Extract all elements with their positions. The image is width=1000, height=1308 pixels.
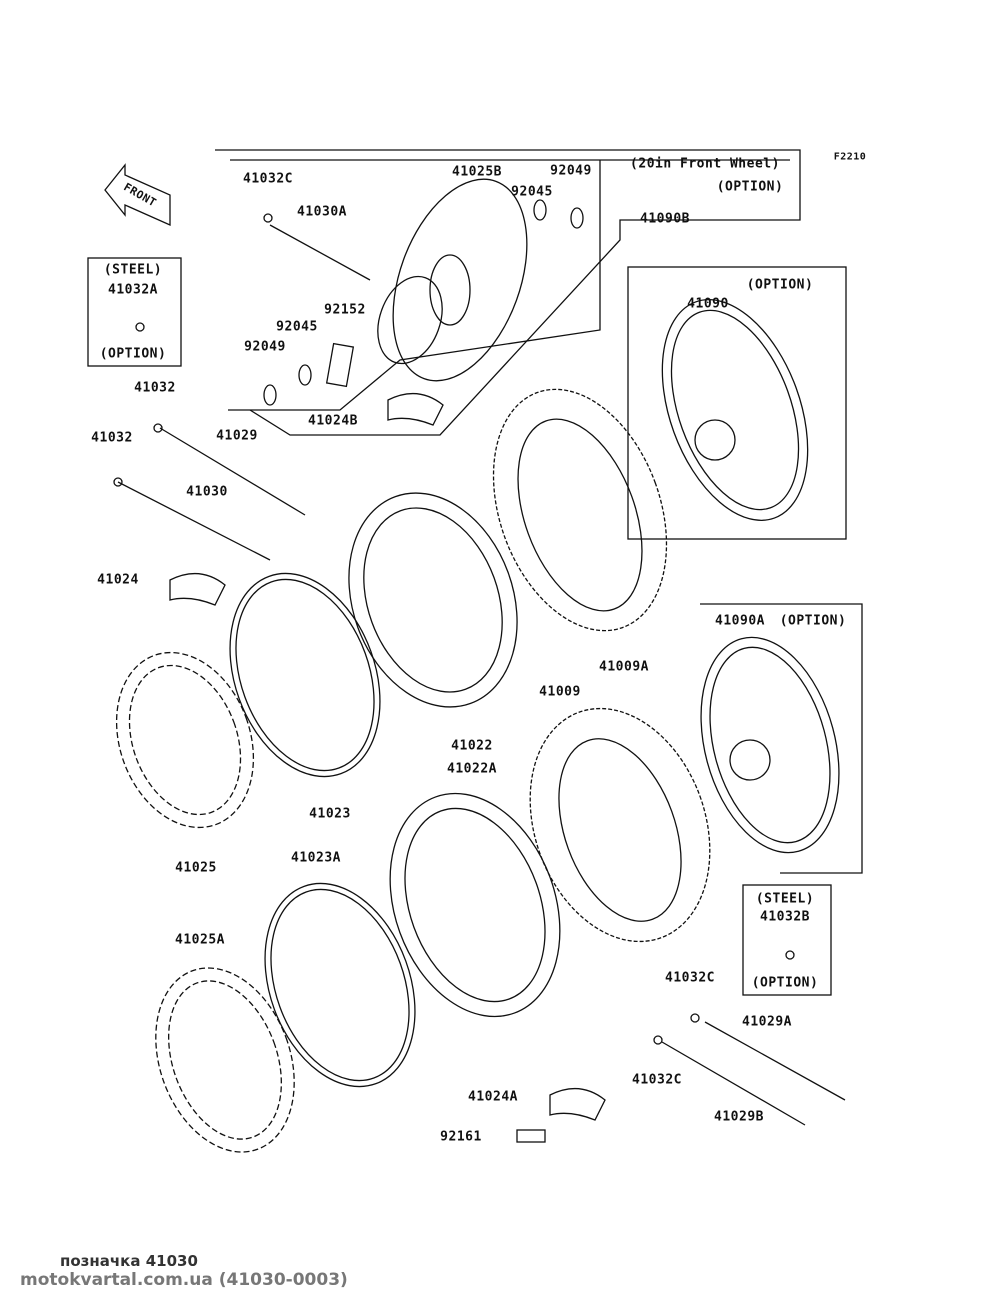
label-41025B: 41025B bbox=[452, 164, 502, 180]
label-41032: 41032 bbox=[134, 380, 176, 396]
rim-41025 bbox=[115, 651, 255, 829]
label-41030: 41030 bbox=[186, 484, 228, 500]
option-41090-box bbox=[627, 266, 847, 540]
figure-code: F2210 bbox=[833, 151, 867, 163]
label-92045: 92045 bbox=[511, 184, 553, 200]
label-41024A: 41024A bbox=[468, 1089, 518, 1105]
rim-band-41023A bbox=[264, 882, 416, 1088]
label-92152: 92152 bbox=[324, 302, 366, 318]
tire-41009A bbox=[492, 388, 668, 632]
label-option: (OPTION) bbox=[746, 277, 814, 293]
rim-lock-41024B bbox=[387, 393, 444, 426]
label-41025A: 41025A bbox=[175, 932, 225, 948]
label-92049: 92049 bbox=[244, 339, 286, 355]
label-option: (OPTION) bbox=[779, 613, 847, 629]
label-92049: 92049 bbox=[550, 163, 592, 179]
label-41009: 41009 bbox=[539, 684, 581, 700]
wheel-41090B bbox=[377, 178, 528, 382]
label-41024: 41024 bbox=[97, 572, 139, 588]
tire-41009 bbox=[529, 707, 711, 943]
caption-source: motokvartal.com.ua (41030-0003) bbox=[20, 1270, 348, 1290]
option-frame-20in bbox=[215, 149, 801, 436]
steel-41032B-box bbox=[742, 884, 832, 996]
rim-lock-41024 bbox=[169, 573, 226, 606]
tube-41022A bbox=[389, 792, 561, 1018]
label-41032B: 41032B bbox=[760, 909, 810, 925]
steel-41032A-box bbox=[87, 257, 182, 367]
label-41029B: 41029B bbox=[714, 1109, 764, 1125]
label-41032: 41032 bbox=[91, 430, 133, 446]
label-41023A: 41023A bbox=[291, 850, 341, 866]
wheel-41090A bbox=[700, 636, 840, 854]
label-92161: 92161 bbox=[440, 1129, 482, 1145]
wheel-41090 bbox=[661, 299, 809, 521]
label-41090: 41090 bbox=[687, 296, 729, 312]
label-41025: 41025 bbox=[175, 860, 217, 876]
part-92161 bbox=[516, 1129, 546, 1143]
label-41029A: 41029A bbox=[742, 1014, 792, 1030]
option-41090A-box bbox=[700, 603, 863, 874]
label-41032C: 41032C bbox=[243, 171, 293, 187]
label-41024B: 41024B bbox=[308, 413, 358, 429]
rim-band-41023 bbox=[229, 572, 381, 778]
label-option: (OPTION) bbox=[716, 179, 784, 195]
label-20in-front-wheel: (20in Front Wheel) bbox=[630, 156, 780, 172]
label-41009A: 41009A bbox=[599, 659, 649, 675]
rim-41025A bbox=[155, 967, 295, 1153]
rim-lock-41024A bbox=[549, 1088, 606, 1121]
label-41023: 41023 bbox=[309, 806, 351, 822]
label-41022A: 41022A bbox=[447, 761, 497, 777]
label-41032A: 41032A bbox=[108, 282, 158, 298]
front-arrow-icon bbox=[104, 163, 171, 227]
caption-title: позначка 41030 bbox=[60, 1252, 198, 1270]
label-steel: (STEEL) bbox=[103, 262, 163, 278]
label-92045: 92045 bbox=[276, 319, 318, 335]
label-41022: 41022 bbox=[451, 738, 493, 754]
label-41032C: 41032C bbox=[632, 1072, 682, 1088]
label-41090B: 41090B bbox=[640, 211, 690, 227]
label-option: (OPTION) bbox=[99, 346, 167, 362]
label-steel: (STEEL) bbox=[755, 891, 815, 907]
label-41032C: 41032C bbox=[665, 970, 715, 986]
label-option: (OPTION) bbox=[751, 975, 819, 991]
label-41030A: 41030A bbox=[297, 204, 347, 220]
tube-41022 bbox=[348, 492, 518, 708]
label-41090A: 41090A bbox=[715, 613, 765, 629]
label-41029: 41029 bbox=[216, 428, 258, 444]
